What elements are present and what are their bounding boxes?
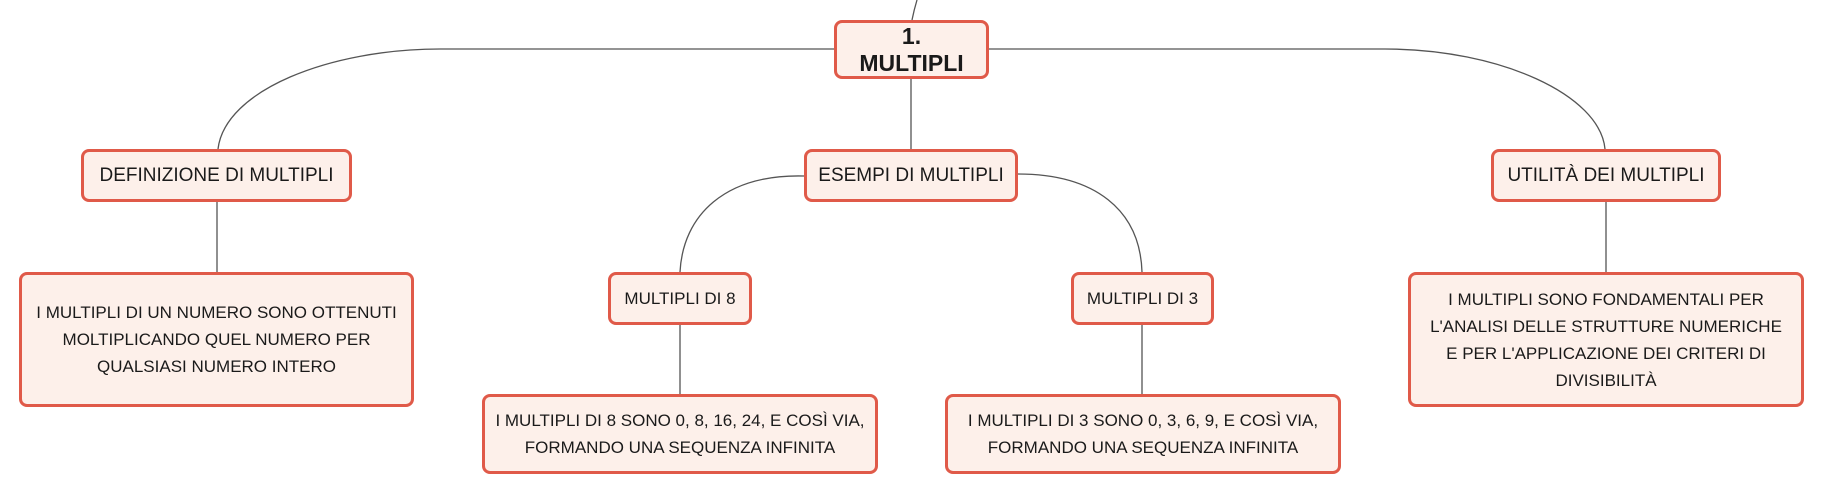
examples-label: ESEMPI DI MULTIPLI: [818, 165, 1004, 186]
definition-label: DEFINIZIONE DI MULTIPLI: [99, 165, 334, 186]
definition-detail-text: I MULTIPLI DI UN NUMERO SONO OTTENUTI MO…: [36, 303, 397, 376]
definition-node[interactable]: DEFINIZIONE DI MULTIPLI: [81, 149, 352, 202]
connector-incoming: [911, 0, 918, 21]
connector-examples-mult3: [1017, 173, 1143, 273]
utility-detail-text: I MULTIPLI SONO FONDAMENTALI PER L'ANALI…: [1430, 289, 1782, 390]
mult3-node[interactable]: MULTIPLI DI 3: [1071, 272, 1214, 325]
root-node[interactable]: 1. MULTIPLI: [834, 20, 989, 79]
root-label: 1. MULTIPLI: [859, 22, 964, 76]
connector-examples-mult8: [679, 175, 805, 273]
examples-node[interactable]: ESEMPI DI MULTIPLI: [804, 149, 1018, 202]
mult3-detail-text: I MULTIPLI DI 3 SONO 0, 3, 6, 9, E COSÌ …: [967, 411, 1319, 457]
connector-root-utility: [988, 48, 1606, 150]
mult8-detail-text: I MULTIPLI DI 8 SONO 0, 8, 16, 24, E COS…: [495, 411, 865, 457]
definition-detail-node[interactable]: I MULTIPLI DI UN NUMERO SONO OTTENUTI MO…: [19, 272, 414, 407]
utility-label: UTILITÀ DEI MULTIPLI: [1507, 165, 1705, 186]
mult8-detail-node[interactable]: I MULTIPLI DI 8 SONO 0, 8, 16, 24, E COS…: [482, 394, 878, 474]
mult3-label: MULTIPLI DI 3: [1086, 289, 1199, 308]
connector-root-definition: [217, 48, 835, 150]
utility-node[interactable]: UTILITÀ DEI MULTIPLI: [1491, 149, 1721, 202]
utility-detail-node[interactable]: I MULTIPLI SONO FONDAMENTALI PER L'ANALI…: [1408, 272, 1804, 407]
mult8-label: MULTIPLI DI 8: [624, 289, 736, 308]
mult8-node[interactable]: MULTIPLI DI 8: [608, 272, 752, 325]
mult3-detail-node[interactable]: I MULTIPLI DI 3 SONO 0, 3, 6, 9, E COSÌ …: [945, 394, 1341, 474]
